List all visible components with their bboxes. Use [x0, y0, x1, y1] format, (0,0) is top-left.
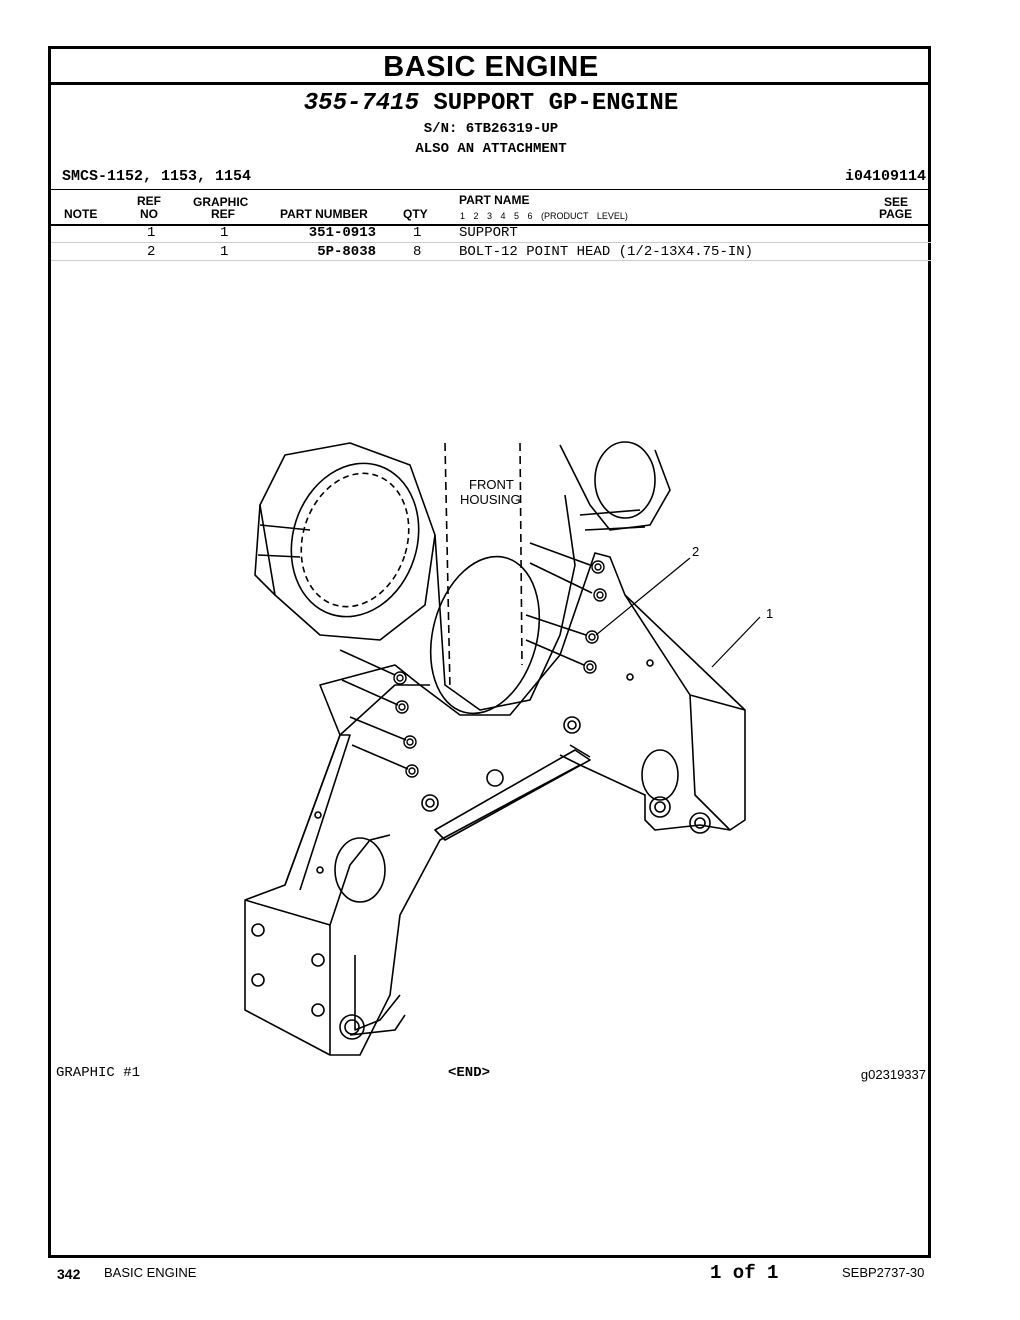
- end-marker: <END>: [448, 1065, 491, 1081]
- group-title: 355-7415 SUPPORT GP-ENGINE: [51, 90, 931, 117]
- col-product-levels: 1 2 3 4 5 6 (PRODUCT LEVEL): [460, 211, 628, 221]
- table-top-rule: [51, 189, 931, 190]
- row1-graphic: 1: [220, 225, 229, 241]
- row1-qty: 1: [413, 225, 422, 241]
- doc-id: SEBP2737-30: [842, 1265, 925, 1280]
- row1-part-name: SUPPORT: [459, 225, 518, 241]
- callout-1: 1: [766, 606, 774, 621]
- page-border: [48, 46, 931, 1258]
- col-graphic-bottom: REF: [211, 207, 235, 221]
- footer-section: BASIC ENGINE: [104, 1265, 197, 1280]
- serial-number: S/N: 6TB26319-UP: [423, 121, 559, 137]
- col-part-number: PART NUMBER: [280, 207, 368, 221]
- row2-part-name: BOLT-12 POINT HEAD (1/2-13X4.75-IN): [459, 244, 754, 260]
- attachment-note: ALSO AN ATTACHMENT: [415, 141, 567, 157]
- col-note: NOTE: [64, 207, 98, 221]
- smcs-codes: SMCS-1152, 1153, 1154: [62, 168, 252, 185]
- row2-rule: [51, 260, 931, 261]
- col-qty: QTY: [403, 207, 428, 221]
- row2-graphic: 1: [220, 244, 229, 260]
- callout-2: 2: [692, 544, 700, 559]
- col-ref-top: REF: [137, 194, 161, 208]
- label-front: FRONT: [469, 477, 514, 492]
- col-ref-bottom: NO: [140, 207, 158, 221]
- row2-part-number: 5P-8038: [317, 244, 376, 260]
- col-graphic-top: GRAPHIC: [193, 195, 249, 209]
- section-title: BASIC ENGINE: [51, 49, 931, 85]
- row1-ref: 1: [147, 225, 156, 241]
- graphic-caption: GRAPHIC #1: [56, 1065, 141, 1081]
- graphic-id: g02319337: [860, 1067, 926, 1082]
- group-number: 355-7415: [303, 90, 419, 117]
- group-name: SUPPORT GP-ENGINE: [433, 90, 679, 117]
- page-of: 1 of 1: [710, 1262, 779, 1284]
- row1-part-number: 351-0913: [308, 225, 376, 241]
- row2-ref: 2: [147, 244, 156, 260]
- row1-rule: [51, 242, 931, 243]
- col-part-name: PART NAME: [459, 193, 530, 207]
- col-see-top: SEE: [884, 195, 909, 209]
- table-header-rule: [51, 224, 931, 226]
- label-housing: HOUSING: [460, 492, 521, 507]
- row2-qty: 8: [413, 244, 422, 260]
- col-see-bottom: PAGE: [879, 207, 913, 221]
- document-ident: i04109114: [844, 168, 926, 185]
- engine-support-illustration: [244, 441, 761, 1056]
- page-number: 342: [57, 1266, 81, 1282]
